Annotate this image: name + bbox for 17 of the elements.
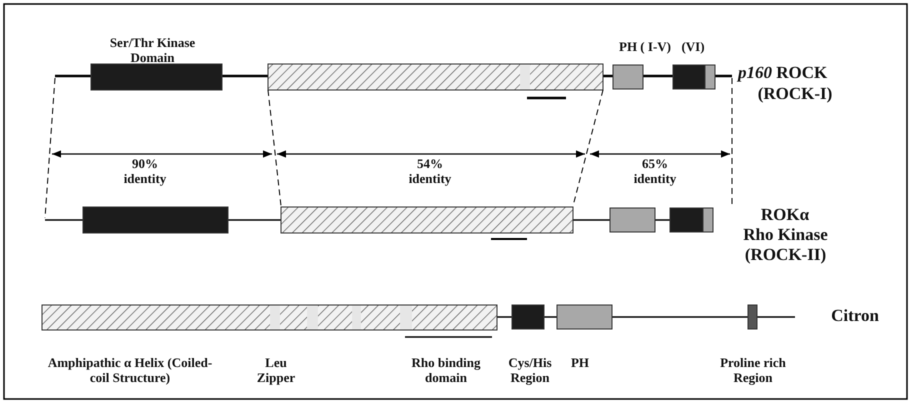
domain-label: Cys/His Region (507, 356, 553, 386)
domain-label: Rho binding domain (410, 356, 482, 386)
domain-label: Leu Zipper (256, 356, 296, 386)
protein-name: p160 ROCK (738, 63, 828, 82)
protein-name: Rho Kinase (742, 225, 829, 244)
domain-label: Proline rich Region (719, 356, 787, 386)
domain-label: Amphipathic α Helix (Coiled-coil Structure) (46, 356, 214, 386)
domain-label: PH (570, 356, 590, 371)
identity-label: 90% identity (122, 157, 168, 186)
protein-name: Citron (830, 306, 880, 326)
protein-name: ROKα (760, 205, 810, 224)
protein-name: (ROCK-I) (756, 84, 834, 104)
identity-label: 54% identity (408, 157, 452, 186)
identity-label: 65% identity (632, 157, 678, 186)
protein-name: (ROCK-II) (744, 245, 828, 264)
domain-label: Ser/Thr Kinase Domain (108, 36, 196, 66)
domain-label: (VI) (680, 40, 706, 55)
